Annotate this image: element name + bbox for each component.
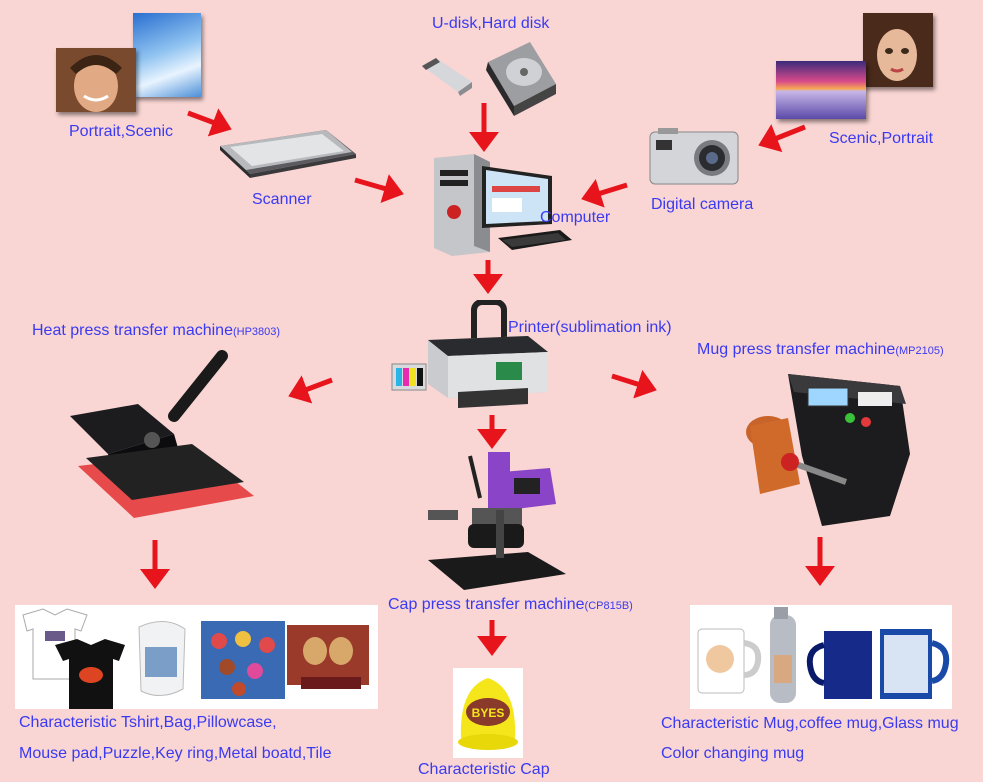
cap-press-model: (CP815B): [584, 600, 633, 612]
printer-icon: [391, 300, 548, 408]
digital-camera-icon: [649, 128, 739, 185]
hard-disk-icon: [486, 42, 556, 116]
products-tshirt-bag-pad-icon: [22, 608, 369, 709]
scenic-photo: [133, 13, 201, 97]
arrow-photos-to-scanner: [187, 108, 232, 137]
mug-press-name: Mug press transfer machine: [697, 341, 896, 358]
label-heat-press: Heat press transfer machine(HP3803): [32, 322, 280, 341]
label-scenic-portrait: Scenic,Portrait: [829, 130, 934, 147]
label-udisk-harddisk: U-disk,Hard disk: [432, 15, 550, 32]
label-mug-line2: Color changing mug: [661, 745, 805, 762]
computer-icon: [434, 154, 572, 256]
label-mug-press: Mug press transfer machine(MP2105): [697, 341, 944, 360]
arrow-photos-to-camera: [758, 124, 806, 153]
cap-print-text: BYES: [472, 706, 505, 720]
mug-press-machine-icon: [746, 374, 910, 526]
cap-product-panel: BYES: [453, 668, 523, 758]
label-tshirt-line1: Characteristic Tshirt,Bag,Pillowcase,: [19, 714, 277, 731]
heat-press-model: (HP3803): [232, 326, 281, 338]
label-cap: Characteristic Cap: [418, 761, 550, 778]
heat-press-machine-icon: [70, 350, 254, 518]
arrow-camera-to-computer: [581, 178, 628, 208]
arrow-printer-to-mugpress: [611, 369, 657, 399]
cap-press-machine-icon: [428, 452, 566, 590]
scanner-icon: [220, 130, 356, 178]
products-panel-mugs: [690, 605, 952, 709]
cap-icon: BYES: [458, 678, 518, 750]
label-printer: Printer(sublimation ink): [508, 319, 672, 336]
cap-press-name: Cap press transfer machine: [388, 596, 585, 613]
label-scanner: Scanner: [252, 191, 312, 208]
portrait-photo: [56, 48, 136, 112]
mug-press-model: (MP2105): [895, 345, 944, 357]
label-cap-press: Cap press transfer machine(CP815B): [388, 596, 633, 615]
label-tshirt-line2: Mouse pad,Puzzle,Key ring,Metal boatd,Ti…: [19, 745, 332, 762]
portrait-photo-right: [863, 13, 933, 87]
label-computer: Computer: [540, 209, 611, 226]
arrow-printer-to-heatpress: [288, 375, 333, 404]
sunset-photo: [776, 61, 866, 119]
mugs-bottle-icon: [697, 607, 950, 703]
label-mug-line1: Characteristic Mug,coffee mug,Glass mug: [661, 715, 959, 732]
heat-press-name: Heat press transfer machine: [32, 322, 233, 339]
portrait-face-icon: [863, 13, 933, 87]
products-panel-tshirt: [15, 605, 378, 709]
label-digital-camera: Digital camera: [651, 196, 754, 213]
portrait-face-icon: [56, 48, 136, 112]
arrow-scanner-to-computer: [354, 174, 404, 203]
usb-disk-icon: [422, 58, 472, 96]
label-portrait-scenic: Portrait,Scenic: [69, 123, 174, 140]
